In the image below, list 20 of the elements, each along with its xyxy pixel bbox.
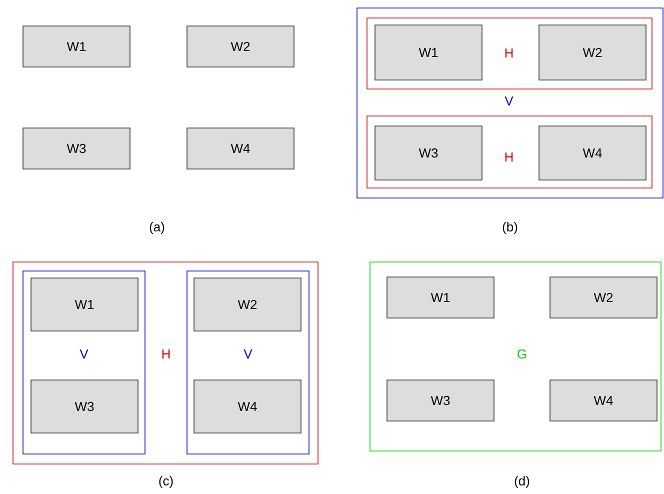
window-box: W2 xyxy=(550,276,658,318)
window-box: W4 xyxy=(186,128,294,170)
window-box: W2 xyxy=(194,278,302,332)
window-box: W4 xyxy=(550,380,658,422)
panel-caption: (c) xyxy=(159,476,173,488)
window-box: W3 xyxy=(386,380,494,422)
window-box: W2 xyxy=(186,26,294,68)
window-box: W3 xyxy=(30,380,138,434)
window-box: W4 xyxy=(194,380,302,434)
window-box: W1 xyxy=(22,26,130,68)
window-box: W3 xyxy=(374,126,482,180)
window-box: W1 xyxy=(374,24,482,80)
window-box: W1 xyxy=(30,278,138,332)
window-box: W2 xyxy=(538,24,646,80)
window-box: W4 xyxy=(538,126,646,180)
window-box: W3 xyxy=(22,128,130,170)
panel-caption: (a) xyxy=(150,222,164,234)
window-box: W1 xyxy=(386,276,494,318)
panel-caption: (d) xyxy=(514,476,530,488)
panel-caption: (b) xyxy=(502,222,518,234)
